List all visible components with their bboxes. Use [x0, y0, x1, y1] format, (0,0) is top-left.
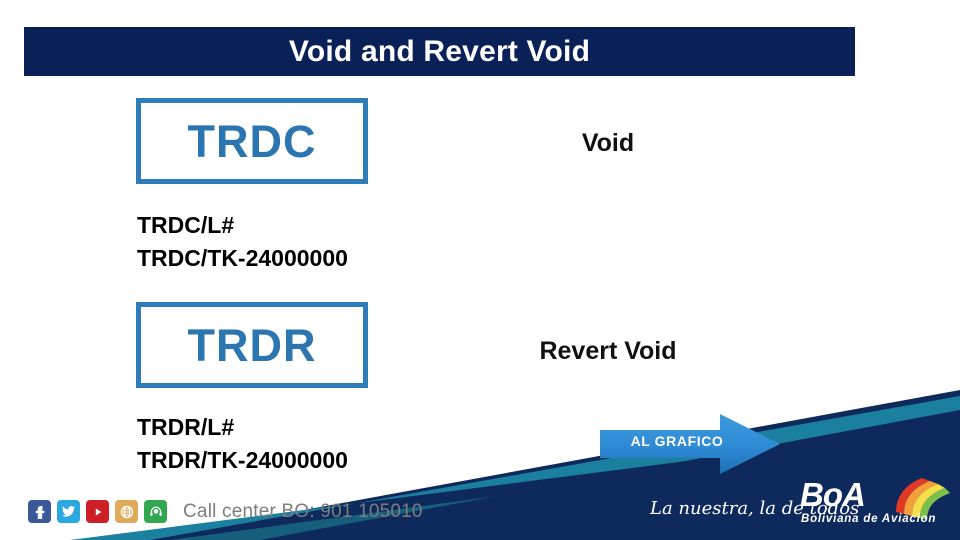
code-box-label: TRDR	[187, 319, 317, 371]
call-center-text: Call center BO: 901 105010	[183, 501, 423, 522]
code-detail-trdc: TRDC/L# TRDC/TK-24000000	[137, 212, 348, 271]
code-box-trdc[interactable]: TRDC	[136, 98, 368, 184]
twitter-icon[interactable]	[57, 500, 80, 523]
facebook-icon[interactable]	[28, 500, 51, 523]
globe-icon[interactable]	[115, 500, 138, 523]
action-label-void: Void	[581, 129, 635, 157]
youtube-icon[interactable]	[86, 500, 109, 523]
support-headset-icon[interactable]	[144, 500, 167, 523]
boa-tagline: La nuestra, la de todos	[650, 498, 860, 519]
slide-title-bar: Void and Revert Void	[24, 27, 855, 76]
code-box-label: TRDC	[187, 115, 317, 167]
action-label-revert-void: Revert Void	[539, 337, 677, 365]
al-grafico-label: AL GRAFICO	[630, 433, 724, 449]
social-links-bar: Call center BO: 901 105010	[28, 500, 423, 523]
code-detail-trdr: TRDR/L# TRDR/TK-24000000	[137, 414, 348, 473]
page-title: Void and Revert Void	[288, 34, 591, 68]
al-grafico-callout[interactable]: AL GRAFICO	[600, 414, 780, 476]
code-box-trdr[interactable]: TRDR	[136, 302, 368, 388]
right-arrow-icon	[600, 414, 780, 474]
